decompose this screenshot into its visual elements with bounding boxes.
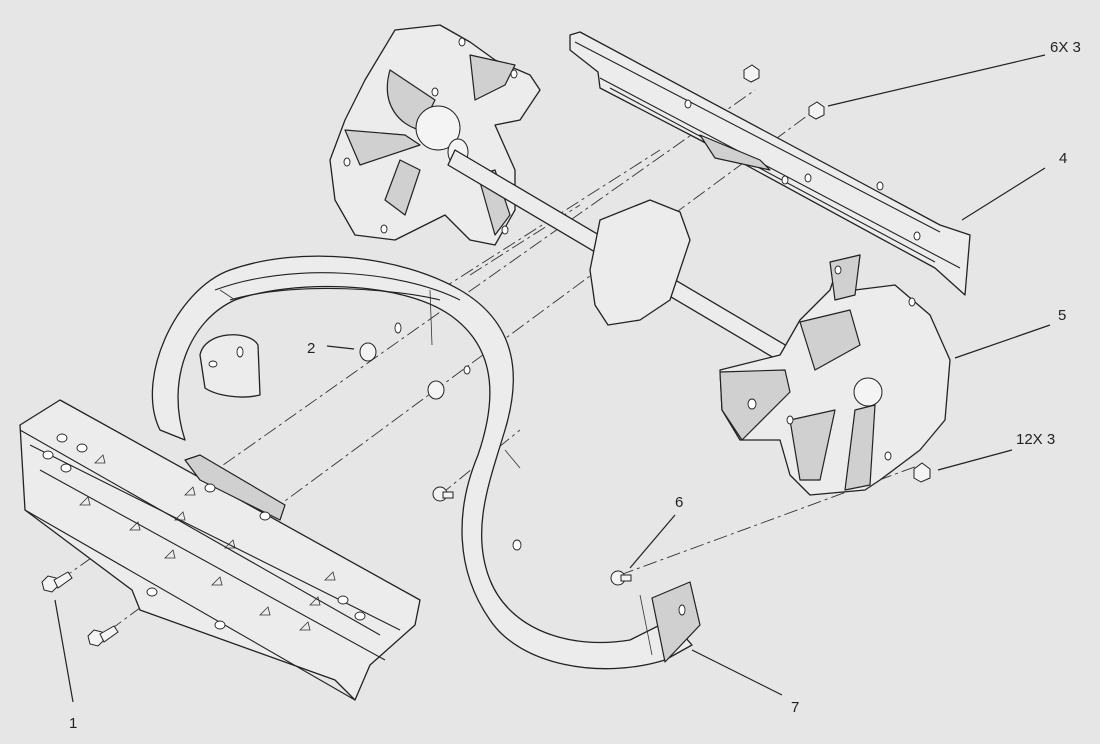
callout-1: 1: [69, 715, 77, 732]
callout-12x3: 12X 3: [1016, 431, 1055, 448]
spacer-2a: [359, 342, 377, 362]
callout-2: 2: [307, 340, 315, 357]
carriage-bolt-6b: [610, 570, 632, 586]
leader-lines: [54, 54, 1051, 703]
scraper-bar-holes: [42, 433, 366, 630]
hex-nut-top-2: [808, 101, 825, 120]
carriage-bolt-6a: [432, 486, 454, 502]
hex-bolt-1a: [41, 571, 73, 593]
housing-band: [151, 255, 701, 670]
hex-nut-right: [913, 462, 931, 483]
impeller-right: [719, 254, 951, 496]
spacer-2b: [427, 380, 445, 400]
callout-4: 4: [1059, 150, 1067, 167]
callout-labels: 1 2 4 5 6 7 6X 3 12X 3: [69, 39, 1081, 732]
callout-6: 6: [675, 494, 683, 511]
callout-6x3: 6X 3: [1050, 39, 1081, 56]
scraper-bar-slots: [79, 454, 336, 631]
callout-5: 5: [1058, 307, 1066, 324]
scraper-bar-front: [19, 399, 421, 701]
hex-nut-top-1: [743, 64, 760, 83]
impeller-left: [329, 24, 541, 246]
hex-bolt-1b: [87, 625, 119, 647]
callout-7: 7: [791, 699, 799, 716]
scraper-bar-rear: [569, 31, 971, 296]
hardware: [41, 64, 931, 647]
